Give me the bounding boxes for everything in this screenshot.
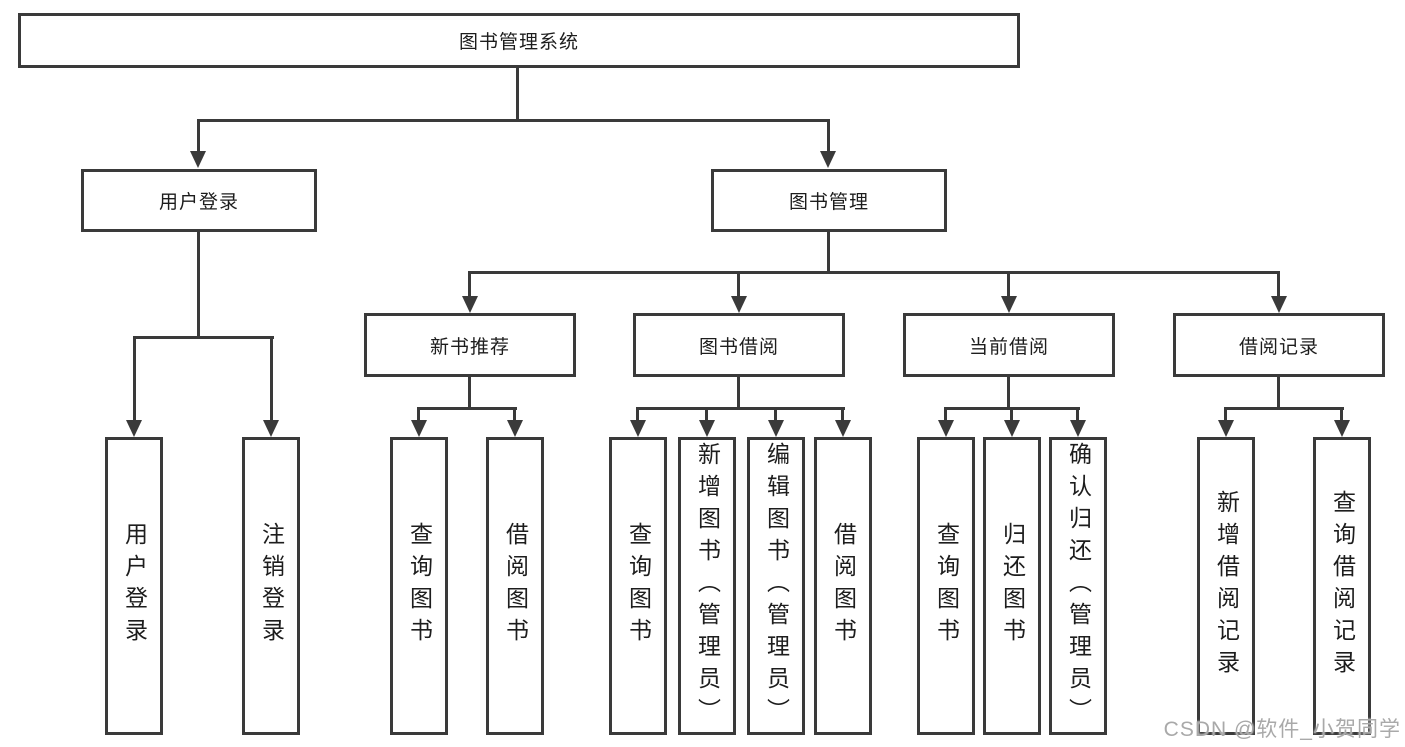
connector-stem xyxy=(636,407,639,422)
leaf-bb-add: 新增图书（管理员） xyxy=(678,437,736,735)
connector-bookmgmt-trunk xyxy=(827,232,830,274)
leaf-bb-add-label: 新增图书（管理员） xyxy=(694,442,721,730)
arrowhead-down-icon xyxy=(1271,296,1287,313)
connector-stem-bookborrow xyxy=(737,271,740,298)
connector-stem-leaf-logout xyxy=(270,336,273,421)
leaf-cb-confirm: 确认归还（管理员） xyxy=(1049,437,1107,735)
connector-root-branch xyxy=(197,119,830,122)
leaf-br-query-label: 查询借阅记录 xyxy=(1329,490,1356,682)
leaf-logout-label: 注销登录 xyxy=(258,522,285,650)
arrowhead-down-icon xyxy=(731,296,747,313)
leaf-cb-return: 归还图书 xyxy=(983,437,1041,735)
node-user-login-label: 用户登录 xyxy=(158,192,239,213)
node-book-mgmt-label: 图书管理 xyxy=(788,192,869,213)
leaf-bb-query: 查询图书 xyxy=(609,437,667,735)
node-root-label: 图书管理系统 xyxy=(458,32,579,53)
arrowhead-down-icon xyxy=(1334,420,1350,437)
connector-userlogin-branch xyxy=(133,336,274,339)
leaf-nb-borrow: 借阅图书 xyxy=(486,437,544,735)
connector-bookborrow-trunk xyxy=(737,377,740,410)
connector-currentborrow-trunk xyxy=(1007,377,1010,410)
connector-stem xyxy=(1224,407,1227,422)
connector-stem-user-login xyxy=(197,119,200,152)
connector-stem xyxy=(944,407,947,422)
connector-newbookrec-branch xyxy=(417,407,517,410)
connector-stem xyxy=(513,407,516,422)
connector-stem-borrowrecord xyxy=(1277,271,1280,298)
arrowhead-down-icon xyxy=(263,420,279,437)
connector-stem xyxy=(1010,407,1013,422)
leaf-nb-borrow-label: 借阅图书 xyxy=(502,522,529,650)
leaf-nb-query-label: 查询图书 xyxy=(406,522,433,650)
leaf-nb-query: 查询图书 xyxy=(390,437,448,735)
arrowhead-down-icon xyxy=(462,296,478,313)
leaf-cb-confirm-label: 确认归还（管理员） xyxy=(1065,442,1092,730)
arrowhead-down-icon xyxy=(190,151,206,168)
arrowhead-down-icon xyxy=(1001,296,1017,313)
leaf-logout: 注销登录 xyxy=(242,437,300,735)
connector-stem xyxy=(774,407,777,422)
arrowhead-down-icon xyxy=(699,420,715,437)
connector-root-trunk xyxy=(516,68,519,122)
leaf-br-query: 查询借阅记录 xyxy=(1313,437,1371,735)
node-borrow-record-label: 借阅记录 xyxy=(1238,336,1319,358)
node-root: 图书管理系统 xyxy=(18,13,1020,68)
arrowhead-down-icon xyxy=(126,420,142,437)
leaf-br-add: 新增借阅记录 xyxy=(1197,437,1255,735)
node-new-book-rec: 新书推荐 xyxy=(364,313,576,377)
leaf-user-login: 用户登录 xyxy=(105,437,163,735)
leaf-bb-borrow: 借阅图书 xyxy=(814,437,872,735)
connector-stem xyxy=(841,407,844,422)
leaf-user-login-label: 用户登录 xyxy=(121,522,148,650)
leaf-cb-return-label: 归还图书 xyxy=(999,522,1026,650)
connector-stem xyxy=(1340,407,1343,422)
connector-stem xyxy=(705,407,708,422)
arrowhead-down-icon xyxy=(835,420,851,437)
arrowhead-down-icon xyxy=(768,420,784,437)
connector-stem xyxy=(1076,407,1079,422)
node-current-borrow: 当前借阅 xyxy=(903,313,1115,377)
connector-stem-newbookrec xyxy=(468,271,471,298)
leaf-bb-edit: 编辑图书（管理员） xyxy=(747,437,805,735)
node-user-login: 用户登录 xyxy=(81,169,317,232)
connector-newbookrec-trunk xyxy=(468,377,471,410)
arrowhead-down-icon xyxy=(507,420,523,437)
arrowhead-down-icon xyxy=(938,420,954,437)
arrowhead-down-icon xyxy=(820,151,836,168)
connector-borrowrecord-trunk xyxy=(1277,377,1280,410)
node-book-borrow: 图书借阅 xyxy=(633,313,845,377)
connector-stem-book-mgmt xyxy=(827,119,830,152)
leaf-cb-query-label: 查询图书 xyxy=(933,522,960,650)
connector-borrowrecord-branch xyxy=(1224,407,1344,410)
connector-bookmgmt-branch xyxy=(468,271,1280,274)
connector-bookborrow-branch xyxy=(636,407,845,410)
connector-stem-leaf-userlogin xyxy=(133,336,136,421)
connector-stem-currentborrow xyxy=(1007,271,1010,298)
connector-userlogin-trunk xyxy=(197,232,200,339)
arrowhead-down-icon xyxy=(1218,420,1234,437)
leaf-br-add-label: 新增借阅记录 xyxy=(1213,490,1240,682)
node-book-mgmt: 图书管理 xyxy=(711,169,947,232)
leaf-bb-edit-label: 编辑图书（管理员） xyxy=(763,442,790,730)
leaf-bb-borrow-label: 借阅图书 xyxy=(830,522,857,650)
arrowhead-down-icon xyxy=(411,420,427,437)
arrowhead-down-icon xyxy=(630,420,646,437)
node-new-book-rec-label: 新书推荐 xyxy=(429,336,510,358)
node-borrow-record: 借阅记录 xyxy=(1173,313,1385,377)
leaf-cb-query: 查询图书 xyxy=(917,437,975,735)
connector-stem xyxy=(417,407,420,422)
watermark: CSDN @软件_小贺同学 xyxy=(1163,718,1401,741)
node-book-borrow-label: 图书借阅 xyxy=(698,336,779,358)
leaf-bb-query-label: 查询图书 xyxy=(625,522,652,650)
node-current-borrow-label: 当前借阅 xyxy=(968,336,1049,358)
arrowhead-down-icon xyxy=(1070,420,1086,437)
arrowhead-down-icon xyxy=(1004,420,1020,437)
